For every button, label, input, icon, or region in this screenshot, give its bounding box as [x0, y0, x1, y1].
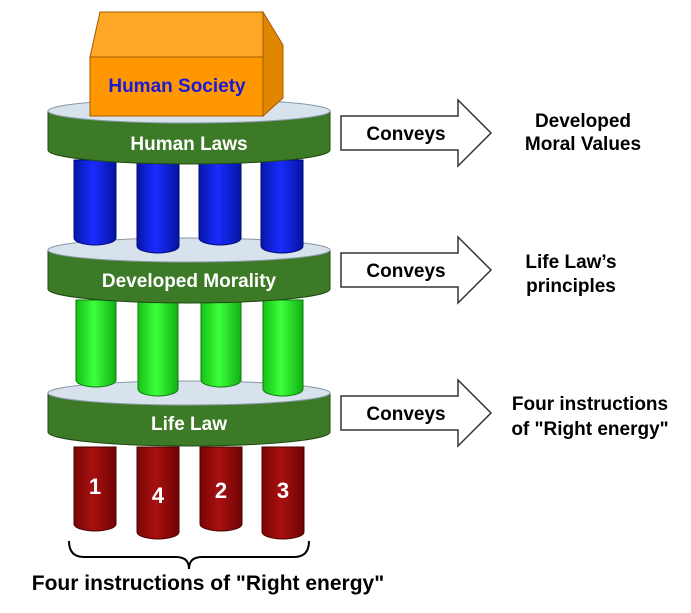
result-line: Moral Values [525, 134, 641, 155]
result-moral-values: Developed Moral Values [525, 111, 641, 155]
arrow-label: Conveys [366, 261, 445, 282]
arrow-label: Conveys [366, 404, 445, 425]
slab-life-law: Life Law [47, 380, 331, 447]
middle-pillars [75, 299, 304, 397]
pillar-number: 3 [277, 478, 289, 503]
house-human-society: Human Society [89, 10, 284, 118]
slab-label: Human Laws [130, 134, 247, 155]
result-line: Life Law’s [525, 252, 616, 273]
result-line: Four instructions [512, 394, 668, 415]
pillar-number: 1 [89, 474, 101, 499]
pillar-3: 3 [261, 446, 305, 540]
curly-brace [68, 540, 310, 570]
pillar-2: 2 [199, 446, 243, 532]
slab-label: Life Law [151, 414, 227, 435]
bottom-caption: Four instructions of "Right energy" [32, 572, 384, 595]
result-life-law-principles: Life Law’s principles [525, 252, 616, 297]
arrow-conveys-3: Conveys [340, 378, 493, 448]
result-line: of "Right energy" [511, 419, 668, 440]
result-line: principles [526, 276, 616, 297]
arrow-label: Conveys [366, 124, 445, 145]
arrow-conveys-2: Conveys [340, 235, 493, 305]
pillar-1: 1 [73, 446, 117, 532]
slab-developed-morality: Developed Morality [47, 237, 331, 304]
arrow-conveys-1: Conveys [340, 98, 493, 168]
result-four-instructions: Four instructions of "Right energy" [511, 394, 668, 440]
result-line: Developed [535, 111, 631, 132]
slab-label: Developed Morality [102, 271, 277, 292]
upper-pillars [73, 159, 304, 254]
base-pillars: 1 4 2 3 [73, 446, 305, 540]
pillar-number: 4 [152, 483, 165, 508]
house-label: Human Society [108, 76, 246, 97]
pillar-number: 2 [215, 478, 227, 503]
pillar-4: 4 [136, 446, 180, 540]
